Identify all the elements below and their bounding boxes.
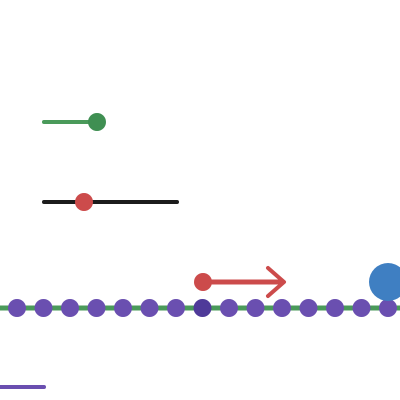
- dot-track: [0, 299, 400, 317]
- track-dot[interactable]: [352, 299, 371, 317]
- track-dot[interactable]: [140, 299, 159, 317]
- track-dot[interactable]: [114, 299, 132, 317]
- track-dot[interactable]: [8, 299, 26, 317]
- blue-ball[interactable]: [369, 263, 400, 301]
- arrow-origin-dot[interactable]: [194, 273, 212, 291]
- track-dots: [8, 299, 397, 317]
- track-dot[interactable]: [299, 299, 318, 317]
- track-dot[interactable]: [379, 299, 397, 317]
- track-dot-active[interactable]: [193, 299, 212, 317]
- track-dot[interactable]: [220, 299, 238, 317]
- track-dot[interactable]: [61, 299, 79, 317]
- track-dot[interactable]: [246, 299, 265, 317]
- black-slider[interactable]: [42, 193, 179, 211]
- track-dot[interactable]: [34, 299, 53, 317]
- green-slider[interactable]: [42, 113, 106, 131]
- arrow-head-icon: [266, 266, 286, 298]
- track-dot[interactable]: [167, 299, 185, 317]
- track-dot[interactable]: [87, 299, 106, 317]
- track-dot[interactable]: [326, 299, 344, 317]
- green-slider-knob[interactable]: [88, 113, 106, 131]
- black-slider-knob[interactable]: [75, 193, 93, 211]
- track-dot[interactable]: [273, 299, 291, 317]
- move-right-arrow[interactable]: [194, 266, 286, 298]
